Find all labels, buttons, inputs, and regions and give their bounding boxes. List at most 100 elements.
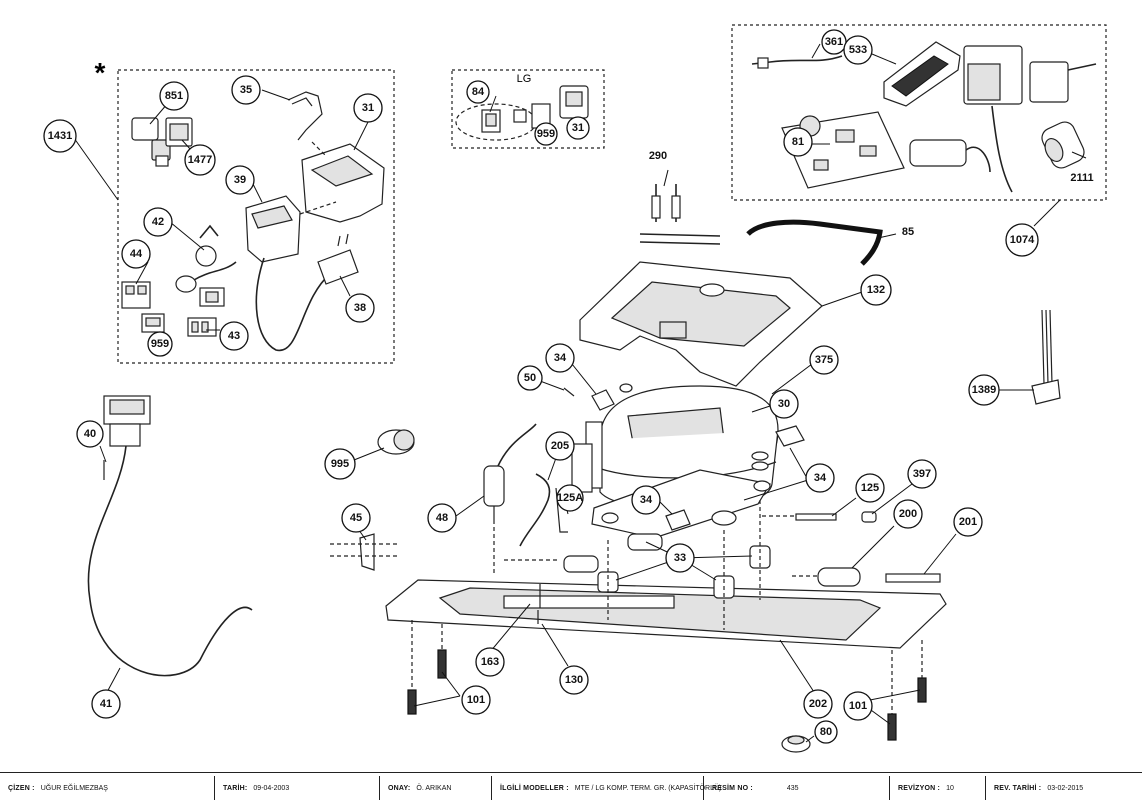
lg-label: LG — [517, 73, 532, 85]
callout-1389: 1389 — [968, 374, 1000, 406]
part-terminal-small — [199, 287, 225, 307]
svg-text:34: 34 — [640, 494, 653, 506]
callout-81: 81 — [783, 127, 813, 157]
svg-text:2111: 2111 — [1070, 172, 1093, 184]
part-35-bracket — [287, 91, 323, 141]
svg-text:851: 851 — [165, 90, 183, 102]
callout-31-lg: 31 — [566, 116, 590, 140]
callout-375: 375 — [809, 345, 839, 375]
part-knob — [175, 261, 237, 293]
svg-text:125A: 125A — [557, 492, 583, 504]
svg-text:50: 50 — [524, 372, 536, 384]
svg-text:101: 101 — [849, 700, 867, 712]
svg-text:205: 205 — [551, 440, 569, 452]
part-1389-sensor — [1031, 309, 1061, 405]
callout-34-bottom: 34 — [631, 485, 661, 515]
svg-text:1477: 1477 — [188, 154, 212, 166]
callout-44: 44 — [121, 239, 151, 269]
svg-text:1431: 1431 — [48, 130, 72, 142]
part-38-plug — [317, 233, 359, 285]
part-2111-filter — [1041, 121, 1085, 169]
part-31-cover — [301, 141, 385, 223]
callout-31: 31 — [353, 93, 383, 123]
part-34-clip-left — [591, 383, 633, 411]
leader-lines — [73, 43, 1087, 743]
part-205-cable — [519, 473, 551, 547]
callout-38: 38 — [345, 293, 375, 323]
callout-163: 163 — [475, 647, 505, 677]
part-290-heater — [639, 184, 721, 245]
part-163-130-pins — [537, 584, 541, 624]
svg-text:201: 201 — [959, 516, 977, 528]
callout-201: 201 — [953, 507, 983, 537]
svg-text:34: 34 — [814, 472, 827, 484]
svg-text:30: 30 — [778, 398, 790, 410]
callout-48: 48 — [427, 503, 457, 533]
svg-text:125: 125 — [861, 482, 879, 494]
tb-revision-value: 10 — [946, 784, 954, 792]
callout-959: 959 — [147, 331, 173, 357]
svg-text:42: 42 — [152, 216, 164, 228]
svg-text:1389: 1389 — [972, 384, 996, 396]
callout-397: 397 — [907, 459, 937, 489]
part-1477-relay — [165, 117, 193, 147]
part-44-relay-block — [121, 281, 151, 309]
callout-101-left: 101 — [461, 685, 491, 715]
callout-1477: 1477 — [184, 144, 216, 176]
callout-533: 533 — [843, 35, 873, 65]
tb-drawn-value: UĞUR EĞİLMEZBAŞ — [40, 784, 108, 792]
callout-202: 202 — [803, 689, 833, 719]
tb-date-key: TARİH: — [223, 784, 248, 792]
callout-995: 995 — [324, 448, 356, 480]
svg-text:163: 163 — [481, 656, 499, 668]
tb-drawing-no: RESİM NO : 435 — [704, 776, 890, 800]
part-42-thermal — [195, 224, 219, 267]
part-533-display — [883, 41, 961, 107]
part-201-rod — [885, 573, 941, 583]
svg-text:31: 31 — [362, 102, 374, 114]
tb-rev-date: REV. TARİHİ : 03-02-2015 — [986, 776, 1142, 800]
svg-text:361: 361 — [825, 36, 843, 48]
svg-text:81: 81 — [792, 136, 804, 148]
svg-text:202: 202 — [809, 698, 827, 710]
callout-959-lg: 959 — [534, 122, 558, 146]
svg-text:80: 80 — [820, 726, 832, 738]
part-34-clip-bottom — [665, 451, 769, 531]
svg-text:39: 39 — [234, 174, 246, 186]
svg-text:40: 40 — [84, 428, 96, 440]
callout-43: 43 — [219, 321, 249, 351]
svg-text:85: 85 — [902, 226, 914, 238]
callout-125A: 125A — [556, 484, 584, 512]
part-397-bolt — [861, 511, 877, 523]
callout-2111: 2111 — [1070, 172, 1093, 184]
callout-42: 42 — [143, 207, 173, 237]
callout-130: 130 — [559, 665, 589, 695]
callout-205: 205 — [545, 431, 575, 461]
callout-45: 45 — [341, 503, 371, 533]
svg-text:44: 44 — [130, 248, 143, 260]
part-80-grommet — [781, 735, 811, 753]
part-200-spring — [792, 567, 861, 587]
tb-revision: REVİZYON : 10 — [890, 776, 986, 800]
wire-361 — [751, 55, 843, 65]
tb-approval-key: ONAY: — [388, 784, 411, 792]
svg-text:41: 41 — [100, 698, 112, 710]
svg-text:31: 31 — [572, 122, 584, 134]
star-mark: * — [95, 57, 106, 88]
callout-34-top: 34 — [545, 343, 575, 373]
group-box-1431 — [117, 69, 395, 364]
svg-text:45: 45 — [350, 512, 362, 524]
callout-39: 39 — [225, 165, 255, 195]
callout-851: 851 — [159, 81, 189, 111]
part-202-base-frame — [385, 579, 947, 649]
callout-84: 84 — [466, 80, 490, 104]
svg-text:35: 35 — [240, 84, 252, 96]
tb-drawn-by: ÇİZEN : UĞUR EĞİLMEZBAŞ — [0, 776, 215, 800]
tb-models-value: MTE / LG KOMP. TERM. GR. (KAPASİTÖRLÜ) — [574, 784, 722, 792]
exploded-parts-diagram: * LG — [43, 24, 1107, 753]
part-132-drip-tray — [579, 261, 823, 387]
part-125-rod — [762, 513, 837, 521]
callout-200: 200 — [893, 499, 923, 529]
part-81-pcb — [781, 111, 905, 189]
part-39-housing — [245, 195, 337, 263]
